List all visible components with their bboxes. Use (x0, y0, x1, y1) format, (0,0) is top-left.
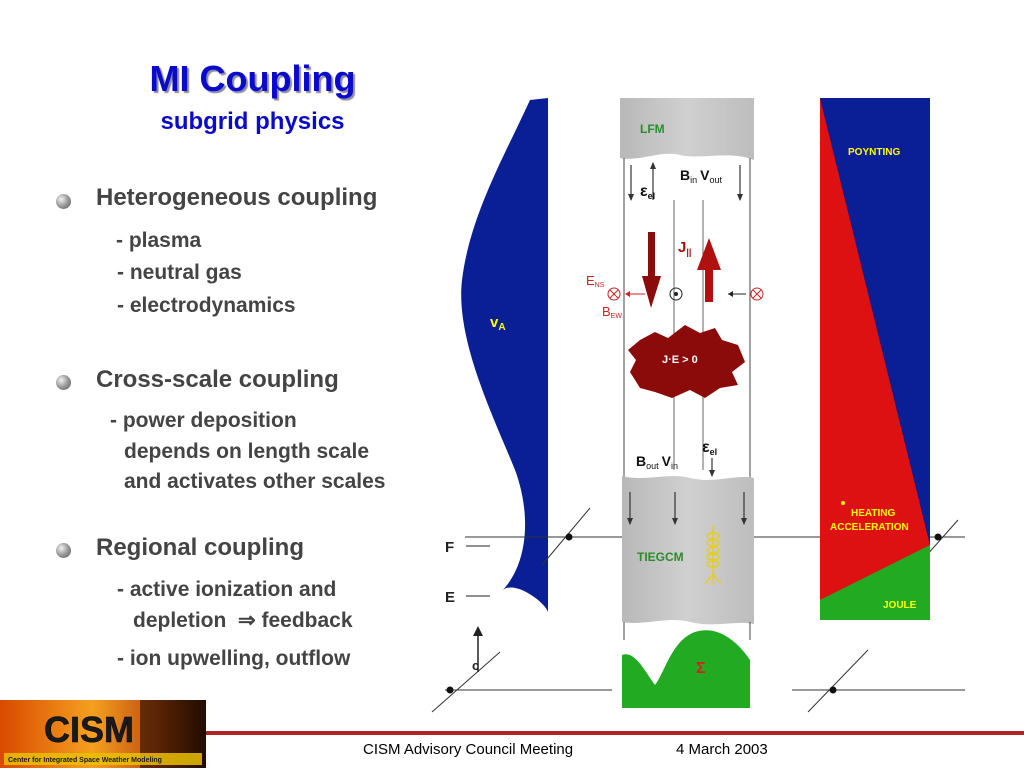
b-ew-label: BEW (602, 304, 622, 320)
footer-divider (206, 731, 1024, 735)
e-label: E (445, 589, 455, 606)
lfm-block (620, 98, 754, 160)
acceleration-label: ACCELERATION (830, 522, 909, 533)
j-up-arrow (697, 238, 721, 270)
va-profile (461, 98, 548, 612)
bullet-icon (56, 543, 71, 558)
bullet-item: depends on length scale (124, 440, 370, 463)
bullet-item: - plasma (116, 229, 202, 252)
c-label: c (472, 658, 479, 673)
je-blob (628, 325, 745, 398)
implies-icon: ⇒ (238, 609, 256, 632)
poynting-label: POYNTING (848, 147, 900, 158)
cism-logo: CISM Center for Integrated Space Weather… (0, 700, 206, 768)
sigma-profile (622, 630, 750, 708)
je-label: J·E > 0 (662, 354, 698, 366)
bullet-item: depletion ⇒ feedback (133, 608, 353, 633)
slide-subtitle: subgrid physics (160, 108, 345, 135)
tiegcm-block (622, 476, 754, 625)
va-label: vA (490, 314, 506, 333)
lfm-label: LFM (640, 122, 665, 136)
f-label: F (445, 539, 454, 556)
bullet-icon (56, 194, 71, 209)
cross-icon-right (750, 287, 764, 301)
feedback-text: feedback (261, 609, 353, 632)
bullet-item: - power deposition (110, 409, 297, 432)
joule-label: JOULE (883, 600, 917, 611)
cross-icon-left (607, 287, 621, 301)
j-down-arrow (642, 276, 661, 308)
bullet-item: and activates other scales (124, 470, 386, 493)
heating-label: HEATING (851, 508, 895, 519)
svg-text:Center for Integrated Space We: Center for Integrated Space Weather Mode… (8, 757, 162, 764)
bullet-item: - electrodynamics (117, 294, 296, 317)
dot-icon-center (669, 287, 683, 301)
epsilon-label-top: εel (640, 183, 655, 201)
footer-meeting: CISM Advisory Council Meeting (363, 741, 574, 758)
helix-icon (704, 526, 722, 585)
bullet-heading: Heterogeneous coupling (96, 184, 378, 211)
j-parallel-label: J|| (678, 239, 691, 257)
bullet-heading: Regional coupling (96, 534, 304, 561)
bullet-item: - active ionization and (117, 578, 337, 601)
e-ns-label: ENS (586, 273, 605, 289)
depletion-text: depletion (133, 609, 227, 632)
sigma-label: Σ (696, 660, 706, 677)
svg-text:CISM: CISM (44, 709, 134, 750)
bullet-item: - neutral gas (117, 261, 242, 284)
bullet-heading: Cross-scale coupling (96, 366, 339, 393)
tiegcm-label: TIEGCM (637, 550, 684, 564)
footer-date: 4 March 2003 (676, 741, 768, 758)
slide-title: MI Coupling (149, 58, 356, 99)
bullet-icon (56, 375, 71, 390)
epsilon-label-bottom: εel (702, 439, 717, 457)
bullet-item: - ion upwelling, outflow (117, 647, 351, 670)
